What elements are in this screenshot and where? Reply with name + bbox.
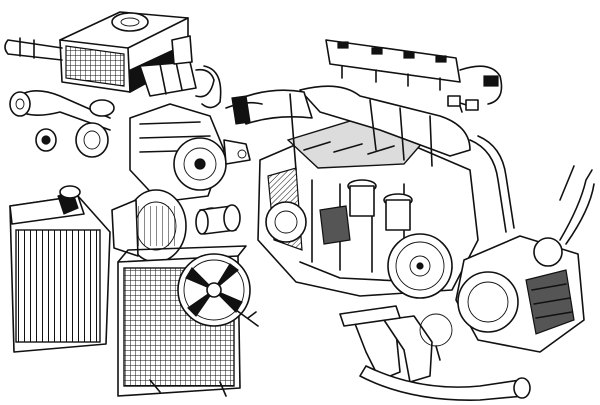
- exhaust-manifold: [339, 305, 531, 401]
- flywheel: [387, 233, 453, 299]
- compressor-unit: [129, 103, 251, 203]
- gearbox: [455, 165, 595, 353]
- intercooler: [9, 185, 111, 353]
- starter-motor: [111, 189, 225, 263]
- intake-duct: [139, 35, 222, 109]
- oil-filter: [195, 204, 241, 235]
- coolant-hoses: [225, 93, 515, 233]
- intake-manifold: [231, 85, 471, 167]
- cooling-fan: [177, 253, 259, 327]
- fuel-rail: [325, 39, 503, 113]
- drive-belt-pulleys: [9, 90, 115, 158]
